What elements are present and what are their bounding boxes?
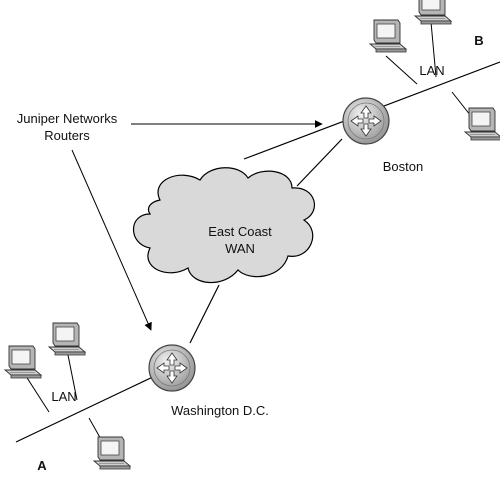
wan-label-line2: WAN <box>225 241 255 256</box>
washington-site-letter: A <box>37 458 47 473</box>
workstation-icon <box>4 345 42 379</box>
boston-drop-line <box>385 55 418 85</box>
boston-site-letter: B <box>474 33 483 48</box>
washington-lan-label: LAN <box>51 389 76 404</box>
workstation-icon <box>93 436 131 470</box>
wan-label-line1: East Coast <box>208 224 272 239</box>
boston-site-label: Boston <box>383 159 423 174</box>
workstation-icon <box>464 107 500 141</box>
wan-cloud-icon <box>133 167 315 284</box>
workstation-icon <box>414 0 452 25</box>
washington-router-icon <box>148 344 196 392</box>
wan-link-washington <box>189 284 220 344</box>
wan-link-boston <box>296 138 343 187</box>
callout-arrow-washington <box>71 149 152 331</box>
washington-site-label: Washington D.C. <box>171 403 269 418</box>
boston-lan-label: LAN <box>419 63 444 78</box>
boston-router-icon <box>342 97 390 145</box>
workstation-icon <box>48 322 86 356</box>
workstation-icon <box>369 19 407 53</box>
callout-label-line1: Juniper Networks <box>17 111 118 126</box>
boston-drop-line <box>430 21 437 78</box>
callout-label-line2: Routers <box>44 128 90 143</box>
